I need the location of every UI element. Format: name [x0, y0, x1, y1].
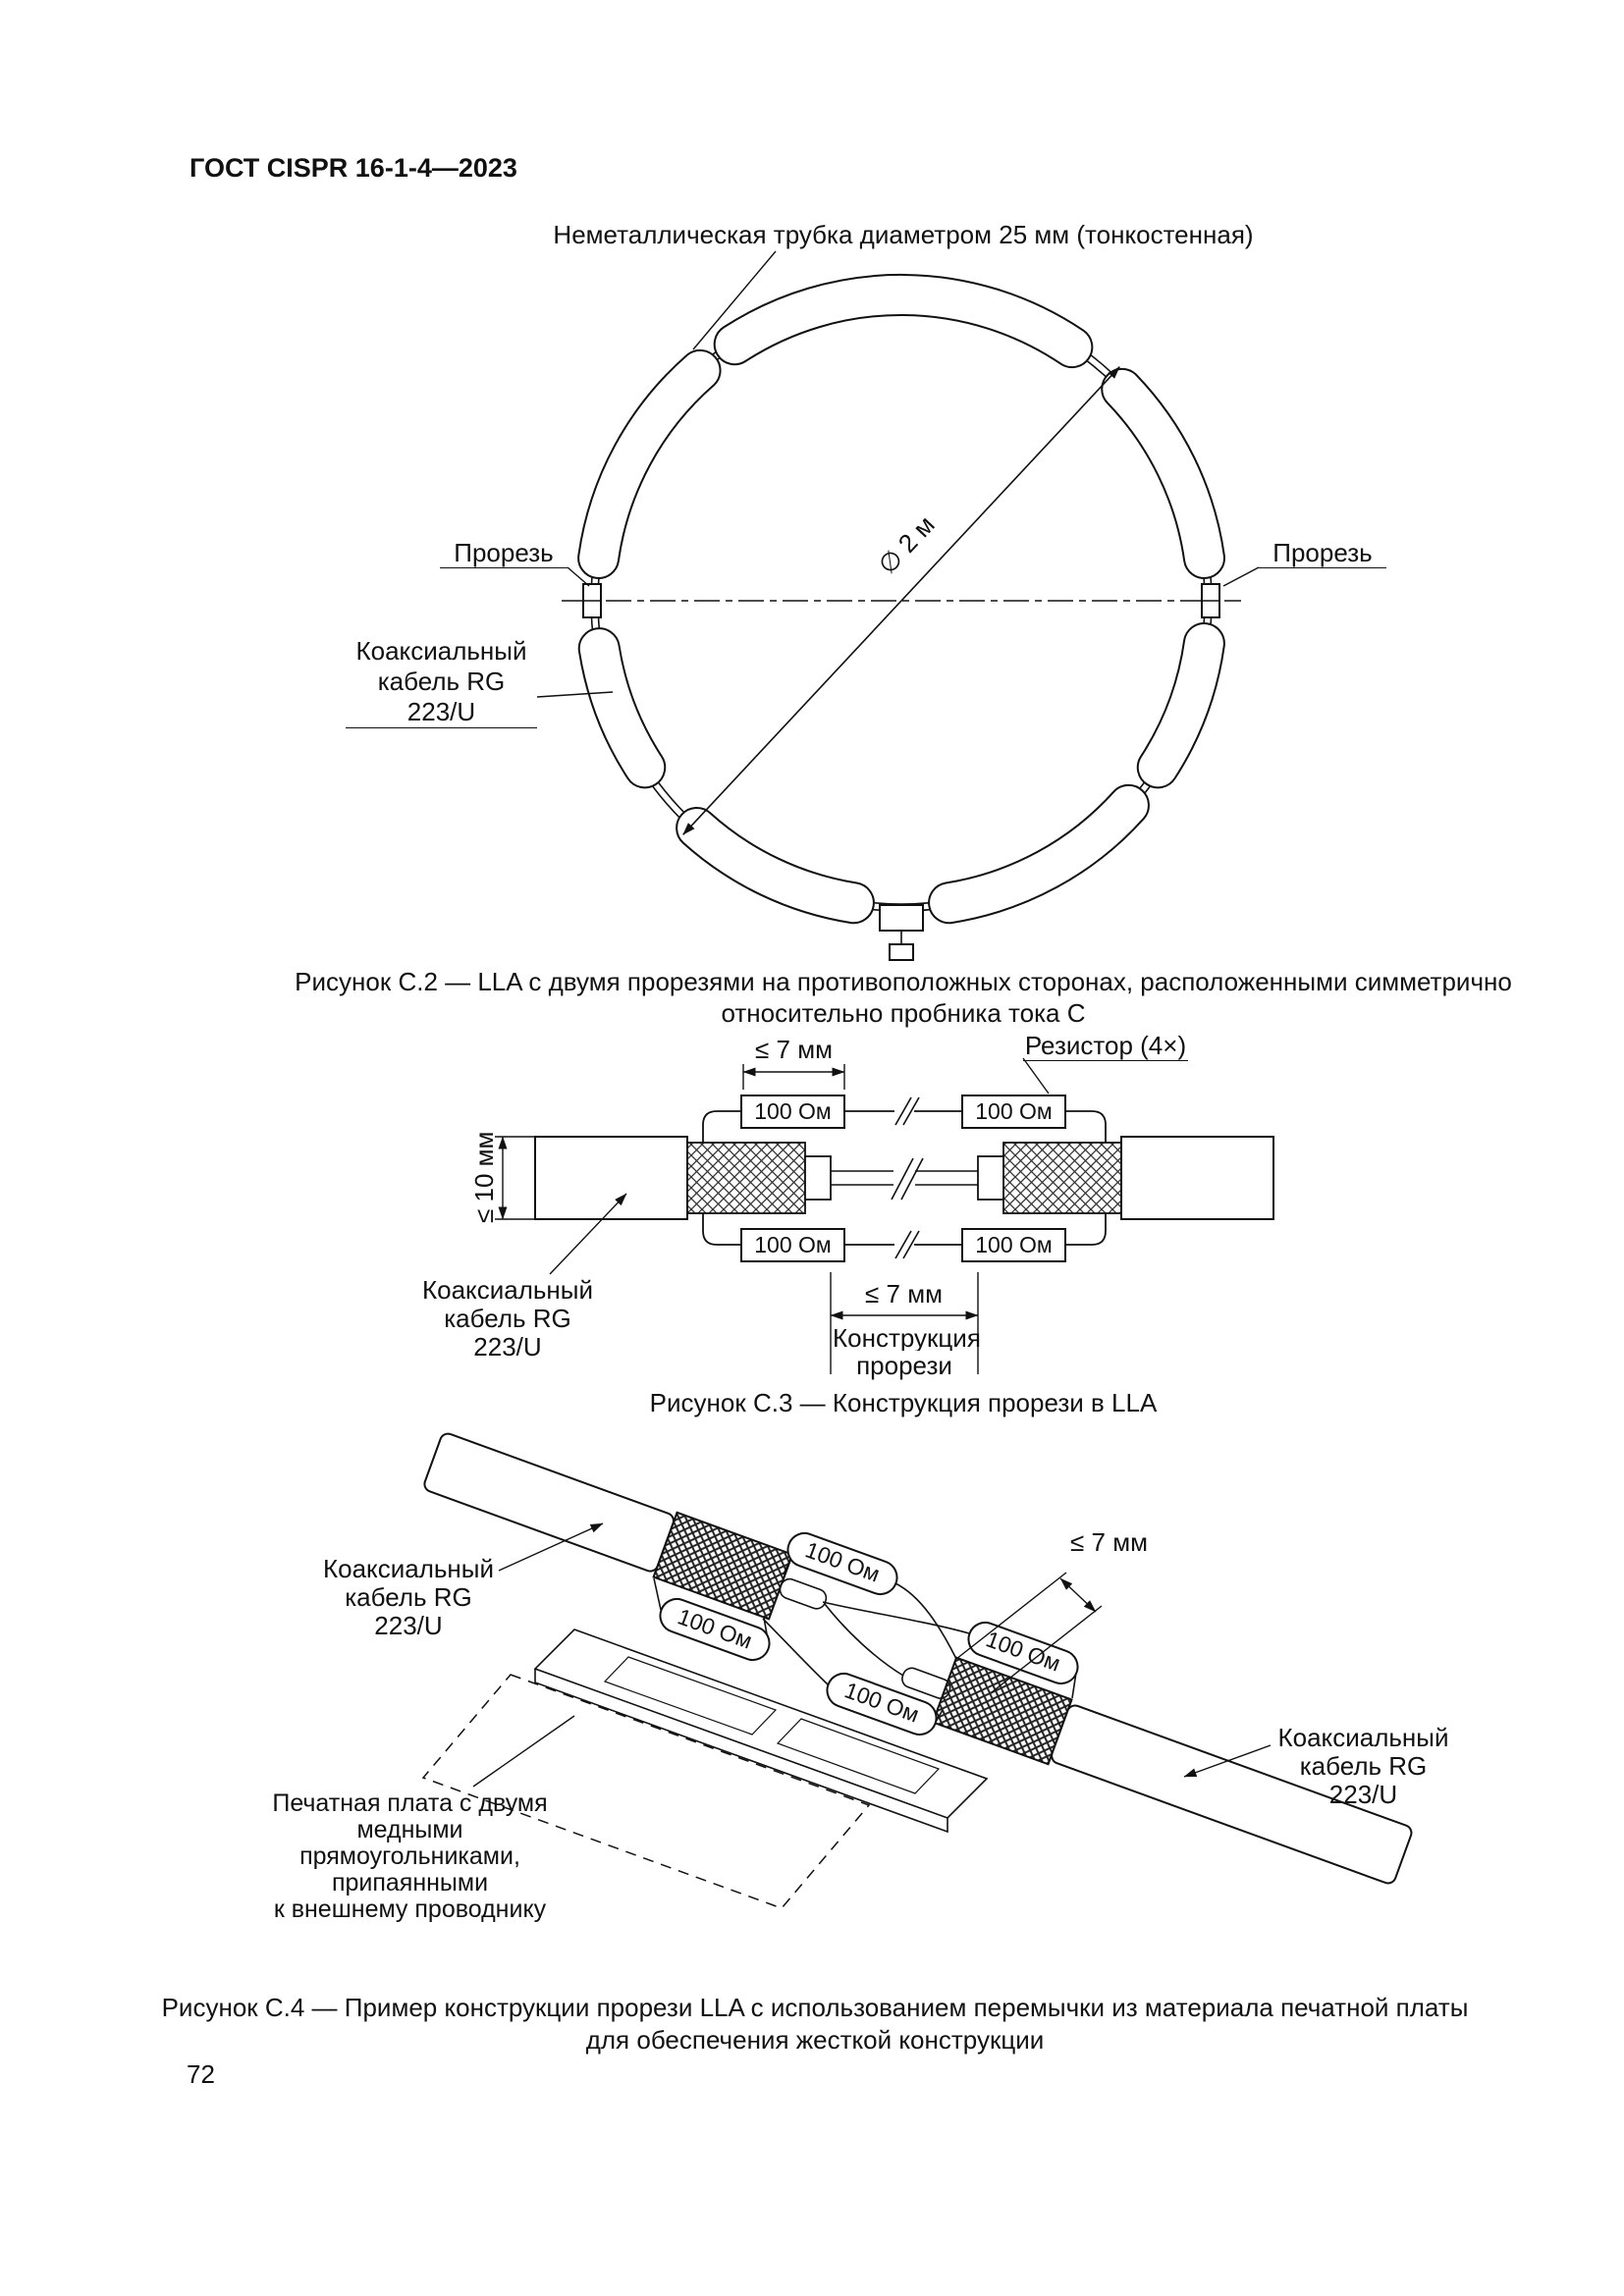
fig-c2-cable-label-line2: кабель RG 223/U [377, 667, 506, 726]
fig-c3-jacket-right [1120, 1136, 1274, 1220]
fig-c4-pcb-label: Печатная плата с двумя медными прямоугол… [221, 1790, 599, 1923]
fig-c3-dim-top [742, 1064, 845, 1090]
fig-c4-resistor-cylinders [659, 1531, 1079, 1736]
fig-c2-slot-right [1201, 583, 1220, 618]
fig-c2-tube-segments [577, 273, 1225, 925]
fig-c4-cable-left-label: Коаксиальный кабель RG 223/U [320, 1555, 497, 1640]
fig-c3-slot-label-line1: Конструкция [833, 1323, 981, 1353]
fig-c2-current-probe [879, 904, 924, 961]
fig-c4-pcb-label-line1: Печатная плата с двумя медными [272, 1789, 548, 1843]
fig-c4-caption-line2: для обеспечения жесткой конструкции [585, 2025, 1045, 2055]
fig-c3-resistor-leader [1022, 1057, 1050, 1095]
fig-c4-caption-line1: Рисунок С.4 — Пример конструкции прорези… [161, 1993, 1469, 2022]
fig-c4-lead-wires [653, 1556, 1077, 1725]
page-header: ГОСТ CISPR 16-1-4—2023 [189, 153, 517, 183]
fig-c3-cable-label: Коаксиальный кабель RG 223/U [420, 1276, 595, 1362]
fig-c3-resistor-boxes [740, 1095, 1066, 1262]
fig-c3-connector-right [977, 1155, 1004, 1201]
fig-c2-loop [536, 250, 1260, 961]
fig-c3-caption: Рисунок С.3 — Конструкция прорези в LLA [649, 1388, 1158, 1417]
fig-c4-dim [955, 1572, 1103, 1693]
fig-c2-slot-right-label: Прорезь [1259, 538, 1386, 568]
fig-c4-cable-right-line2: кабель RG 223/U [1299, 1751, 1428, 1809]
fig-c4-pcb-label-line2: прямоугольниками, припаянными [299, 1842, 520, 1896]
fig-c4-cable-right-line1: Коаксиальный [1277, 1723, 1449, 1752]
fig-c4-cable-right-label: Коаксиальный кабель RG 223/U [1272, 1724, 1454, 1809]
fig-c3-slot-construction [495, 1057, 1274, 1374]
fig-c4-pcb-board [533, 1629, 989, 1834]
fig-c4-copper-rects [603, 1656, 941, 1794]
fig-c4-cable-left-line1: Коаксиальный [322, 1554, 494, 1583]
fig-c3-cable-label-line1: Коаксиальный [421, 1275, 593, 1305]
fig-c4-cable-right-leader [1183, 1744, 1272, 1778]
page-number: 72 [187, 2059, 215, 2089]
fig-c2-caption-line1: Рисунок С.2 — LLA с двумя прорезями на п… [295, 967, 1512, 996]
fig-c2-caption-line2: относительно пробника тока С [721, 998, 1086, 1028]
fig-c4-slot-example [421, 1432, 1413, 1909]
fig-c4-cable-upper [423, 1432, 828, 1621]
fig-c3-resistor-3-label: 100 Ом [754, 1232, 832, 1257]
fig-c3-braid-right [1002, 1142, 1122, 1214]
fig-c4-cable-lower [901, 1656, 1413, 1885]
fig-c2-diameter-arrow [682, 366, 1120, 835]
fig-c3-center-conductor [831, 1170, 978, 1186]
fig-c4-pcb-leader [472, 1715, 575, 1788]
fig-c2-slot-left [582, 583, 602, 618]
fig-c3-wires [702, 1110, 1107, 1246]
fig-c2-cable-label-line1: Коаксиальный [355, 636, 527, 666]
fig-c3-resistor-4-label: 100 Ом [975, 1232, 1053, 1257]
fig-c3-slot-label-line2: прорези [833, 1351, 976, 1380]
fig-c3-dim-height [495, 1136, 535, 1220]
fig-c2-slot-left-label: Прорезь [440, 538, 568, 568]
fig-c3-resistor-callout: Резистор (4×) [1023, 1031, 1188, 1061]
fig-c4-cable-left-line2: кабель RG 223/U [345, 1582, 472, 1640]
fig-c2-cable-label: Коаксиальный кабель RG 223/U [346, 636, 537, 728]
fig-c4-pcb-dashed [421, 1674, 871, 1909]
fig-c3-cable-leader [549, 1193, 627, 1275]
fig-c3-break-marks [891, 1096, 924, 1259]
fig-c2-tube-label: Неметаллическая трубка диаметром 25 мм (… [553, 220, 1254, 249]
fig-c3-jacket-left [534, 1136, 688, 1220]
fig-c4-cable-left-leader [498, 1522, 604, 1572]
fig-c3-resistor-2-label: 100 Ом [975, 1098, 1053, 1124]
fig-c3-cable-label-line2: кабель RG 223/U [444, 1304, 571, 1362]
fig-c3-resistor-1-label: 100 Ом [754, 1098, 832, 1124]
fig-c3-braid-left [686, 1142, 806, 1214]
fig-c3-dim-height-label: ≤ 10 мм [469, 1131, 499, 1223]
fig-c3-connector-left [804, 1155, 832, 1201]
fig-c4-pcb-label-line3: к внешнему проводнику [273, 1896, 547, 1923]
fig-c2-leaders [536, 250, 1260, 698]
fig-c3-dim-slot [830, 1272, 979, 1374]
fig-c4-dim-label: ≤ 7 мм [1070, 1527, 1148, 1557]
fig-c3-dim-slot-label: ≤ 7 мм [852, 1279, 955, 1308]
fig-c3-dim-top-label: ≤ 7 мм [755, 1035, 833, 1064]
